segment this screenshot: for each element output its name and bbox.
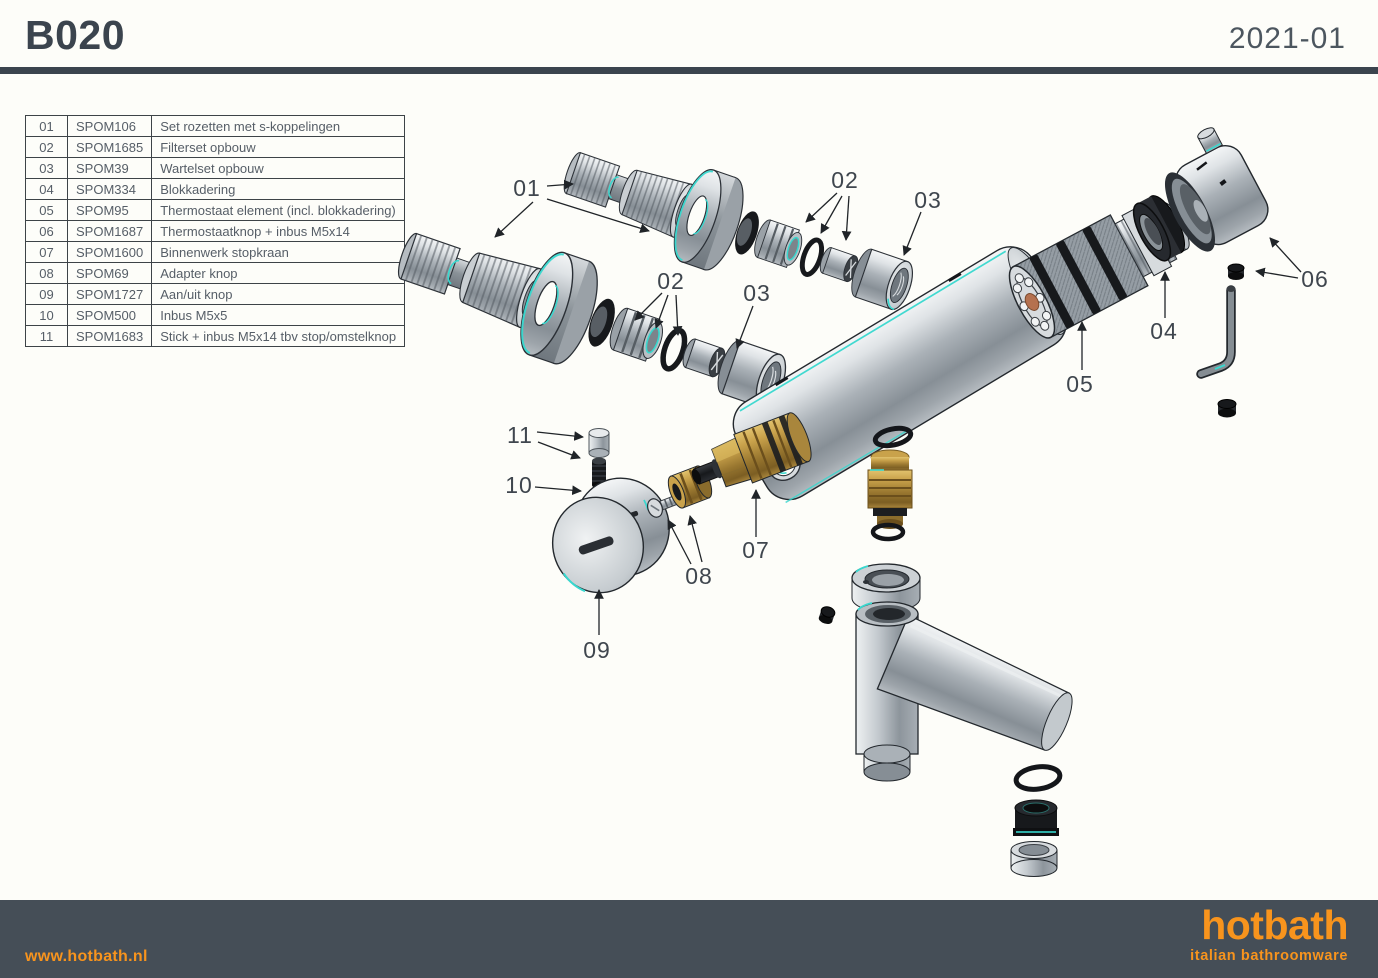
part-number-cell: 03 [25,157,68,179]
callout-arrow [1269,237,1302,273]
spout-group [818,563,1073,877]
part-code-cell: SPOM1727 [66,283,153,305]
callout-number: 10 [505,472,533,498]
o-ring [872,425,914,449]
hotbath-logo: hotbath italian bathroomware [1190,902,1348,964]
part-code-cell: SPOM106 [66,115,153,137]
callout-arrow [536,431,584,441]
callout-arrow [820,195,843,234]
callout-arrow [1255,267,1299,279]
callout-number: 04 [1150,318,1178,344]
callout-arrow [546,198,650,234]
logo-tagline: italian bathroomware [1190,948,1348,964]
check-valve [867,449,913,529]
part-number-cell: 01 [25,115,68,137]
callout-03: 03 [902,187,942,256]
callout-08: 08 [667,515,713,589]
thermostat-knob-group [1164,127,1269,418]
blocking-ring [1132,195,1186,262]
callout-02: 02 [805,167,859,241]
knob-screw [647,495,678,518]
callout-arrow [546,179,574,190]
callout-arrow [735,305,754,349]
part-number-cell: 08 [25,262,68,284]
callout-09: 09 [583,589,611,663]
callout-arrow [841,195,852,241]
callout-arrow [805,192,838,223]
callout-number: 02 [831,167,859,193]
product-code-title: B020 [25,12,126,58]
callout-10: 10 [505,472,582,498]
callout-03: 03 [735,280,771,349]
part-code-cell: SPOM1683 [66,325,153,347]
part-code-cell: SPOM1685 [66,136,153,158]
callout-arrow [667,519,692,565]
callout-number: 01 [513,175,541,201]
callout-05: 05 [1066,321,1094,397]
callout-number: 03 [914,187,942,213]
o-ring [870,522,906,542]
check-valve-group [867,425,914,542]
aerator-insert [1013,799,1059,836]
callout-11: 11 [507,422,584,460]
callouts-layer: 01 02 03 02 03 04 05 06 07 08 09 10 11 [494,167,1329,663]
part-code-cell: SPOM95 [66,199,153,221]
inbus-cap [1227,263,1245,280]
callout-06: 06 [1255,237,1329,292]
callout-number: 05 [1066,371,1094,397]
aerator-ring [1010,841,1058,877]
allen-key [1196,285,1236,379]
callout-arrow [534,485,582,496]
callout-arrow [687,515,703,563]
revision-date: 2021-01 [1228,22,1346,55]
stick-cap [588,428,610,458]
callout-arrow [654,294,669,329]
part-number-cell: 07 [25,241,68,263]
page-footer: www.hotbath.nl hotbath italian bathroomw… [0,900,1378,978]
set-screw [818,606,836,624]
inbus-cap [1217,399,1237,418]
callout-arrow [634,292,663,321]
callout-01: 01 [494,175,650,238]
website-link[interactable]: www.hotbath.nl [25,948,148,965]
callout-number: 07 [742,537,770,563]
part-code-cell: SPOM39 [66,157,153,179]
callout-number: 11 [507,422,533,448]
callout-arrow [537,441,581,460]
callout-07: 07 [742,489,770,563]
part-code-cell: SPOM69 [66,262,153,284]
page-header: B020 2021-01 [0,0,1378,67]
callout-number: 09 [583,637,611,663]
o-ring [1013,764,1063,792]
thermostat-knob-housing [1164,127,1269,252]
on-off-knob [551,477,670,594]
callout-arrow [494,201,534,238]
callout-number: 02 [657,268,685,294]
spout [855,601,1073,782]
callout-arrow [902,211,922,256]
callout-number: 03 [743,280,771,306]
callout-02: 02 [634,268,685,336]
part-number-cell: 11 [25,325,68,347]
part-description-cell: Stick + inbus M5x14 tbv stop/omstelknop [151,325,406,347]
callout-04: 04 [1150,271,1178,344]
callout-number: 06 [1301,266,1329,292]
callout-arrow [672,294,683,336]
stop-valve-cartridge [691,412,812,488]
part-code-cell: SPOM1600 [66,241,153,263]
header-rule [0,67,1378,74]
callout-number: 08 [685,563,713,589]
logo-wordmark: hotbath [1201,902,1348,948]
